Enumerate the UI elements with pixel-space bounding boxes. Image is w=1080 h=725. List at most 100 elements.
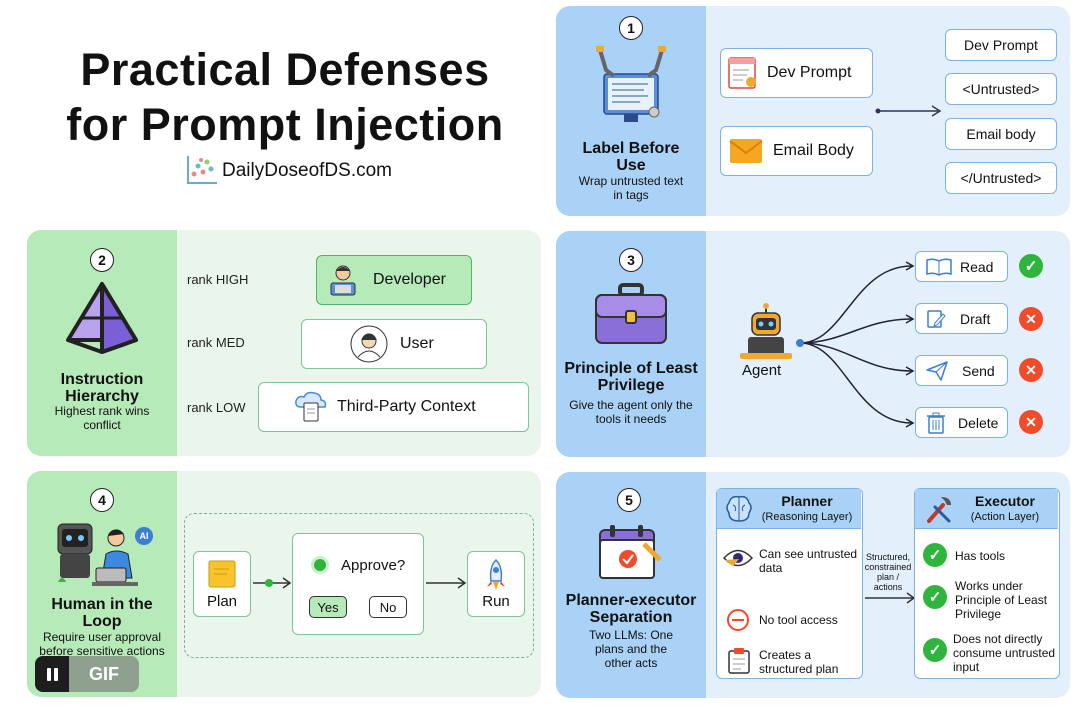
- trash-icon: [926, 412, 946, 434]
- document-code-icon: [727, 56, 759, 90]
- executor-subtitle: (Action Layer): [970, 511, 1040, 523]
- tool-label: Send: [962, 362, 995, 379]
- rank-name: Developer: [373, 271, 446, 288]
- agent-robot-icon: [738, 303, 794, 366]
- input-email-body: Email Body: [720, 126, 873, 176]
- section-description: Require user approval before sensitive a…: [39, 630, 165, 658]
- approve-dialog: Approve? Yes No: [292, 533, 424, 635]
- section-title: Human in the Loop: [51, 596, 153, 630]
- rank-label-high: rank HIGH: [187, 272, 249, 287]
- brand-name[interactable]: DailyDoseofDS.com: [222, 160, 392, 181]
- tool-send: Send: [915, 355, 1008, 386]
- planner-item: Can see untrusted data: [759, 547, 858, 575]
- output-untrusted-open: <Untrusted>: [945, 73, 1057, 105]
- planner-item: No tool access: [759, 613, 838, 627]
- developer-avatar-icon: [327, 263, 359, 297]
- planner-header: Planner (Reasoning Layer): [717, 489, 861, 529]
- step-number: 4: [90, 488, 114, 512]
- planner-item: Creates a structured plan: [759, 648, 839, 676]
- run-step: Run: [467, 551, 525, 617]
- check-icon: ✓: [923, 585, 947, 609]
- pause-bar: [46, 667, 51, 681]
- pause-button[interactable]: [35, 656, 69, 692]
- rank-third-party-context: Third-Party Context: [258, 382, 529, 432]
- tool-label: Draft: [960, 310, 991, 327]
- yes-button[interactable]: Yes: [309, 596, 347, 618]
- tool-label: Delete: [958, 414, 999, 431]
- section-title: Instruction Hierarchy: [60, 371, 144, 405]
- brain-icon: [723, 493, 755, 530]
- input-label: Dev Prompt: [767, 64, 852, 81]
- no-entry-icon: [727, 609, 749, 631]
- approval-flow-dashed-box: [184, 513, 534, 658]
- planner-subtitle: (Reasoning Layer): [761, 511, 853, 523]
- rank-name: User: [400, 335, 434, 352]
- agent-label: Agent: [742, 362, 782, 379]
- brand-logo-icon: [185, 154, 219, 186]
- tool-draft: Draft: [915, 303, 1008, 334]
- gif-player-control[interactable]: GIF: [35, 656, 139, 692]
- section-description: Give the agent only the tools it needs: [569, 398, 693, 426]
- planner-to-executor-label: Structured, constrained plan / actions: [864, 552, 912, 592]
- rank-developer: Developer: [316, 255, 472, 305]
- briefcase-icon: [594, 283, 668, 352]
- denied-x-icon: ✕: [1019, 307, 1043, 331]
- approve-to-run-arrow: [426, 577, 467, 589]
- paper-plane-icon: [926, 360, 948, 381]
- tool-label: Read: [960, 258, 994, 275]
- arrow-to-tagged-output: [874, 101, 944, 126]
- ai-badge: AI: [135, 527, 153, 545]
- page-title-line1: Practical Defenses: [80, 44, 490, 95]
- section-title: Planner-executor Separation: [565, 592, 697, 626]
- sticky-note-icon: [207, 559, 237, 589]
- section-instruction-hierarchy: 2 Instruction Hierarchy Highest rank win…: [27, 230, 541, 456]
- rank-label-low: rank LOW: [187, 400, 246, 415]
- executor-card: Executor (Action Layer) ✓ Has tools ✓ Wo…: [914, 488, 1060, 679]
- page-title-line2: for Prompt Injection: [66, 99, 504, 150]
- rank-name: Third-Party Context: [337, 398, 476, 415]
- run-label: Run: [482, 592, 510, 610]
- no-button[interactable]: No: [369, 596, 407, 618]
- planner-to-executor-arrow: [865, 592, 916, 604]
- calendar-icon: [598, 524, 662, 587]
- eye-icon: [722, 547, 754, 574]
- cloud-document-icon: [293, 389, 329, 425]
- step-number: 2: [90, 248, 114, 272]
- input-dev-prompt: Dev Prompt: [720, 48, 873, 98]
- plan-step: Plan: [193, 551, 251, 617]
- check-icon: ✓: [923, 543, 947, 567]
- human-with-robot-icon: [52, 516, 152, 595]
- tool-delete: Delete: [915, 407, 1008, 438]
- robot-arms-monitor-icon: [594, 46, 668, 133]
- pause-bar: [53, 667, 58, 681]
- executor-header: Executor (Action Layer): [915, 489, 1058, 529]
- approve-question: Approve?: [341, 557, 406, 574]
- user-avatar-icon: [350, 325, 388, 363]
- section-planner-executor: 5 Planner-executor Separation Two LLMs: …: [556, 472, 1070, 698]
- rocket-icon: [485, 558, 507, 591]
- section-title: Label Before Use: [582, 140, 680, 174]
- step-number: 5: [617, 488, 641, 512]
- clipboard-icon: [727, 647, 751, 680]
- check-icon: ✓: [923, 638, 947, 662]
- executor-title: Executor: [975, 493, 1035, 509]
- edit-document-icon: [926, 309, 946, 329]
- envelope-icon: [729, 138, 763, 164]
- rank-label-med: rank MED: [187, 335, 245, 350]
- output-dev-prompt: Dev Prompt: [945, 29, 1057, 61]
- tool-read: Read: [915, 251, 1008, 282]
- section-title: Principle of Least Privilege: [564, 360, 698, 394]
- pause-icon: [46, 667, 58, 681]
- executor-item: Does not directly consume untrusted inpu…: [953, 632, 1056, 674]
- denied-x-icon: ✕: [1019, 410, 1043, 434]
- rank-user: User: [301, 319, 487, 369]
- denied-x-icon: ✕: [1019, 358, 1043, 382]
- allowed-check-icon: ✓: [1019, 254, 1043, 278]
- gif-label: GIF: [89, 663, 119, 684]
- output-untrusted-close: </Untrusted>: [945, 162, 1057, 194]
- book-icon: [926, 257, 952, 276]
- plan-to-approve-arrow: [253, 577, 292, 589]
- section-label-before-use: 1 Label Before Use Wrap untrusted text i…: [556, 6, 1070, 216]
- planner-card: Planner (Reasoning Layer) Can see untrus…: [716, 488, 863, 679]
- section-description: Wrap untrusted text in tags: [578, 174, 684, 202]
